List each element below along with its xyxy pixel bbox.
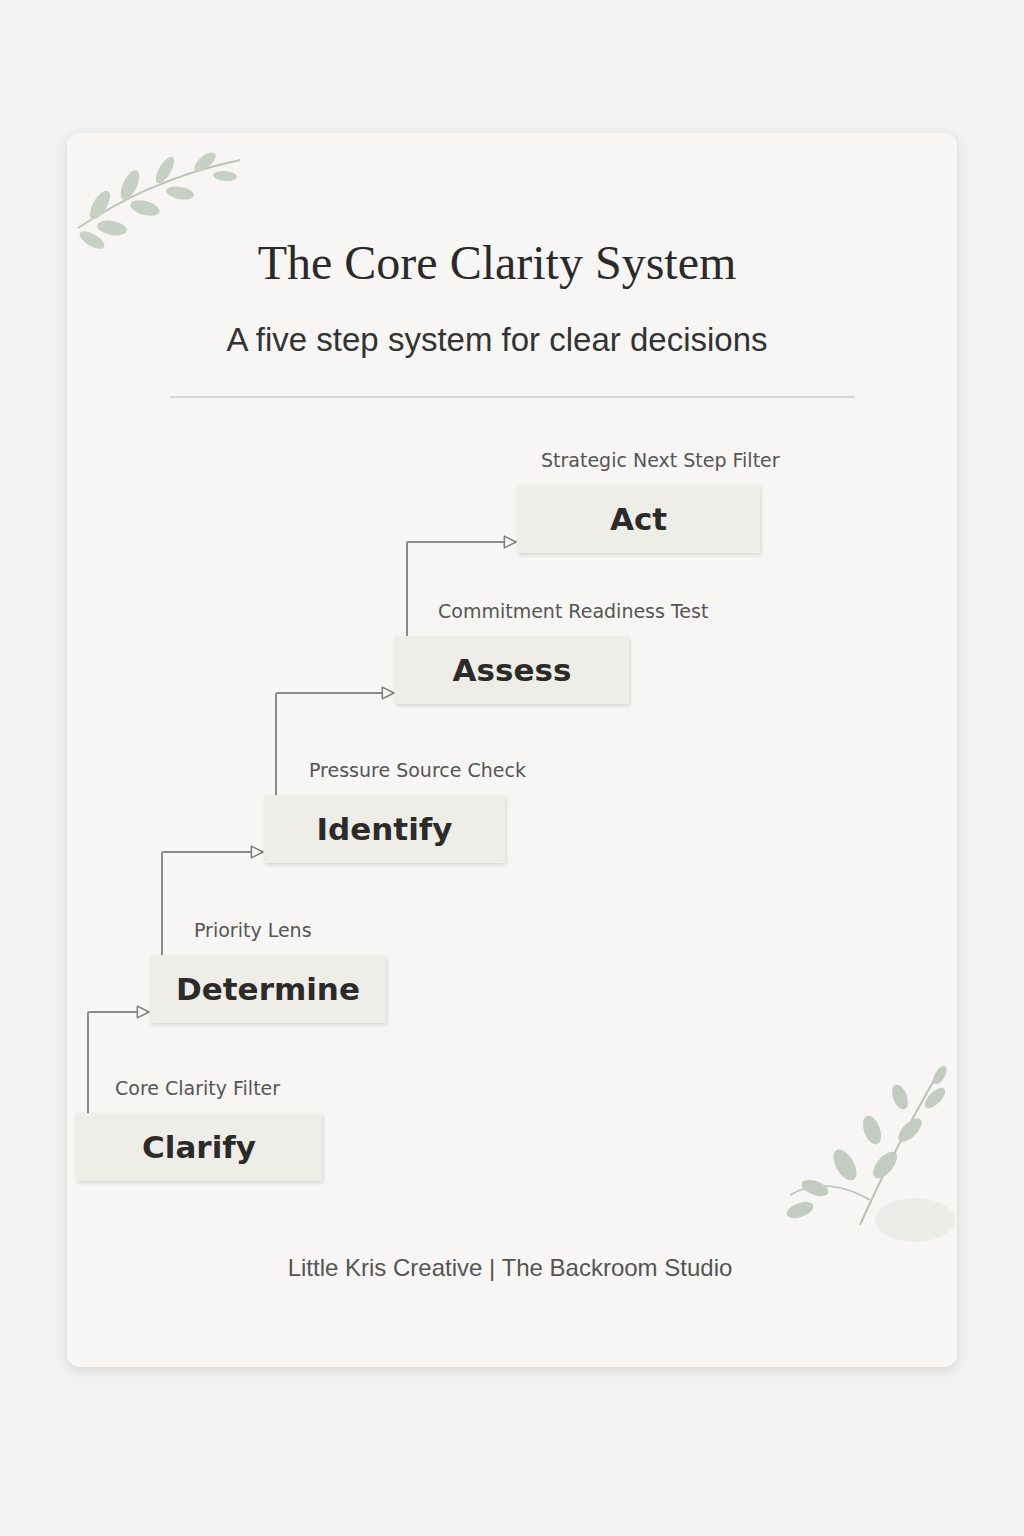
step-name: Determine (176, 971, 360, 1007)
divider-rule (170, 396, 855, 398)
step-box: Priority LensDetermine (150, 955, 386, 1023)
step-box: Strategic Next Step FilterAct (517, 485, 760, 553)
step-heading: Priority Lens (194, 919, 312, 941)
step-name: Identify (317, 811, 453, 847)
step-heading: Core Clarity Filter (115, 1077, 280, 1099)
leaf-branch (784, 1064, 955, 1242)
step-name: Act (610, 501, 667, 537)
step-box: Commitment Readiness TestAssess (395, 636, 629, 704)
step-heading: Pressure Source Check (309, 759, 526, 781)
step-name: Clarify (142, 1129, 256, 1165)
footer-credit: Little Kris Creative | The Backroom Stud… (288, 1254, 733, 1282)
step-heading: Strategic Next Step Filter (541, 449, 780, 471)
card (67, 133, 957, 1367)
subtitle: A five step system for clear decisions (226, 321, 767, 359)
step-box: Core Clarity FilterClarify (76, 1113, 322, 1181)
step-heading: Commitment Readiness Test (438, 600, 708, 622)
step-box: Pressure Source CheckIdentify (264, 795, 505, 863)
title: The Core Clarity System (258, 235, 737, 290)
step-name: Assess (453, 652, 572, 688)
leaf-branch (77, 149, 240, 252)
